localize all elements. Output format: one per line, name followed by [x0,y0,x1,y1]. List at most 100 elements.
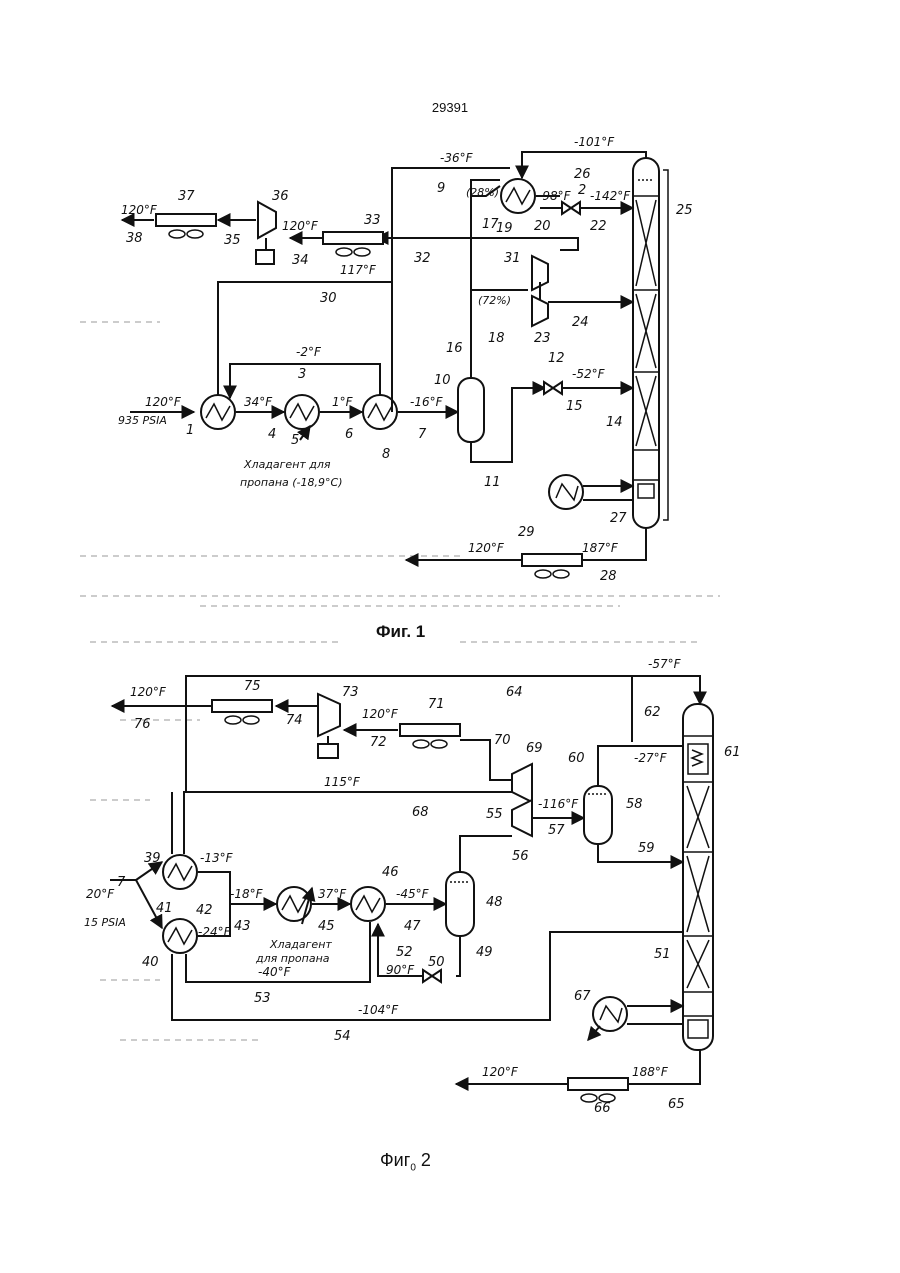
svg-text:39: 39 [144,851,161,866]
svg-text:20: 20 [534,219,551,234]
svg-text:20°F: 20°F [86,887,115,901]
svg-text:120°F: 120°F [482,1065,519,1079]
svg-text:31: 31 [504,251,521,266]
svg-text:54: 54 [334,1029,351,1044]
svg-text:120°F: 120°F [468,541,505,555]
heat-exchanger-icon [163,855,197,889]
heat-exchanger-icon [163,919,197,953]
svg-text:71: 71 [428,697,445,712]
svg-text:-57°F: -57°F [648,657,682,671]
svg-text:52: 52 [396,945,413,960]
svg-text:72: 72 [370,735,387,750]
valve-icon [423,970,441,982]
svg-text:5: 5 [291,433,299,448]
svg-text:120°F: 120°F [362,707,399,721]
svg-text:16: 16 [446,341,463,356]
svg-text:66: 66 [594,1101,611,1116]
heat-exchanger-icon [285,395,319,429]
svg-text:30: 30 [320,291,337,306]
svg-text:45: 45 [318,919,335,934]
svg-text:55: 55 [486,807,503,822]
svg-text:51: 51 [654,947,671,962]
compressor-73 [318,694,340,736]
svg-text:-45°F: -45°F [396,887,430,901]
svg-text:12: 12 [548,351,565,366]
svg-text:-142°F: -142°F [590,189,631,203]
figure-1: 1 2 3 4 5 6 7 8 9 10 11 12 14 15 16 17 1… [118,135,693,584]
caption-number: 2 [416,1150,431,1170]
svg-text:1: 1 [186,423,194,438]
heat-exchanger-icon [277,887,311,921]
fig1-stream-numbers: 1 2 3 4 5 6 7 8 9 10 11 12 14 15 16 17 1… [126,167,693,584]
svg-text:пропана (-18,9°С): пропана (-18,9°С) [240,476,343,489]
svg-text:90°F: 90°F [386,963,415,977]
figure-2: 39 40 41 42 43 45 46 47 48 49 50 51 52 5… [84,657,741,1116]
svg-text:-27°F: -27°F [634,751,668,765]
svg-text:187°F: 187°F [582,541,619,555]
svg-text:32: 32 [414,251,431,266]
svg-text:-52°F: -52°F [572,367,606,381]
expander-23 [532,296,548,326]
air-cooler-icon [323,232,383,256]
svg-text:33: 33 [364,213,381,228]
air-cooler-icon [522,554,582,578]
svg-text:-18°F: -18°F [230,887,264,901]
svg-text:29: 29 [518,525,535,540]
svg-text:61: 61 [724,745,741,760]
svg-text:38: 38 [126,231,143,246]
svg-text:Хладагент: Хладагент [269,938,332,951]
svg-text:58: 58 [626,797,643,812]
svg-text:для пропана: для пропана [255,952,330,965]
air-cooler-icon [156,214,216,238]
svg-text:-13°F: -13°F [200,851,234,865]
svg-text:37°F: 37°F [318,887,347,901]
svg-text:36: 36 [272,189,289,204]
svg-text:115°F: 115°F [324,775,361,789]
svg-text:41: 41 [156,901,173,916]
reboiler-67 [593,997,627,1031]
svg-text:120°F: 120°F [145,395,182,409]
svg-text:40: 40 [142,955,159,970]
svg-text:59: 59 [638,841,655,856]
svg-text:15: 15 [566,399,583,414]
svg-text:(72%): (72%) [478,294,511,307]
svg-text:48: 48 [486,895,503,910]
svg-text:57: 57 [548,823,565,838]
svg-text:Хладагент для: Хладагент для [243,458,331,471]
air-cooler-icon [400,724,460,748]
svg-text:120°F: 120°F [130,685,167,699]
expander-56 [512,800,532,836]
svg-text:24: 24 [572,315,589,330]
svg-text:76: 76 [134,717,151,732]
svg-text:50: 50 [428,955,445,970]
svg-text:28: 28 [600,569,617,584]
svg-text:1°F: 1°F [332,395,354,409]
svg-text:188°F: 188°F [632,1065,669,1079]
svg-text:-36°F: -36°F [440,151,474,165]
svg-text:10: 10 [434,373,451,388]
svg-text:-104°F: -104°F [358,1003,399,1017]
svg-text:-2°F: -2°F [296,345,322,359]
valve-icon [544,382,562,394]
svg-text:-116°F: -116°F [538,797,579,811]
svg-text:53: 53 [254,991,271,1006]
svg-text:69: 69 [526,741,543,756]
svg-text:117°F: 117°F [340,263,377,277]
svg-text:14: 14 [606,415,623,430]
svg-text:7: 7 [418,427,427,442]
svg-text:7: 7 [117,875,126,890]
fig2-stream-numbers: 39 40 41 42 43 45 46 47 48 49 50 51 52 5… [134,679,741,1116]
svg-text:34: 34 [292,253,309,268]
svg-text:62: 62 [644,705,661,720]
svg-text:60: 60 [568,751,585,766]
column-51 [683,704,713,1050]
svg-text:35: 35 [224,233,241,248]
svg-text:25: 25 [676,203,693,218]
figure-2-caption: Фиг0 2 [380,1150,431,1174]
reboiler-27 [549,475,583,509]
svg-text:-16°F: -16°F [410,395,444,409]
heat-exchanger-icon [501,179,535,213]
svg-text:6: 6 [345,427,353,442]
